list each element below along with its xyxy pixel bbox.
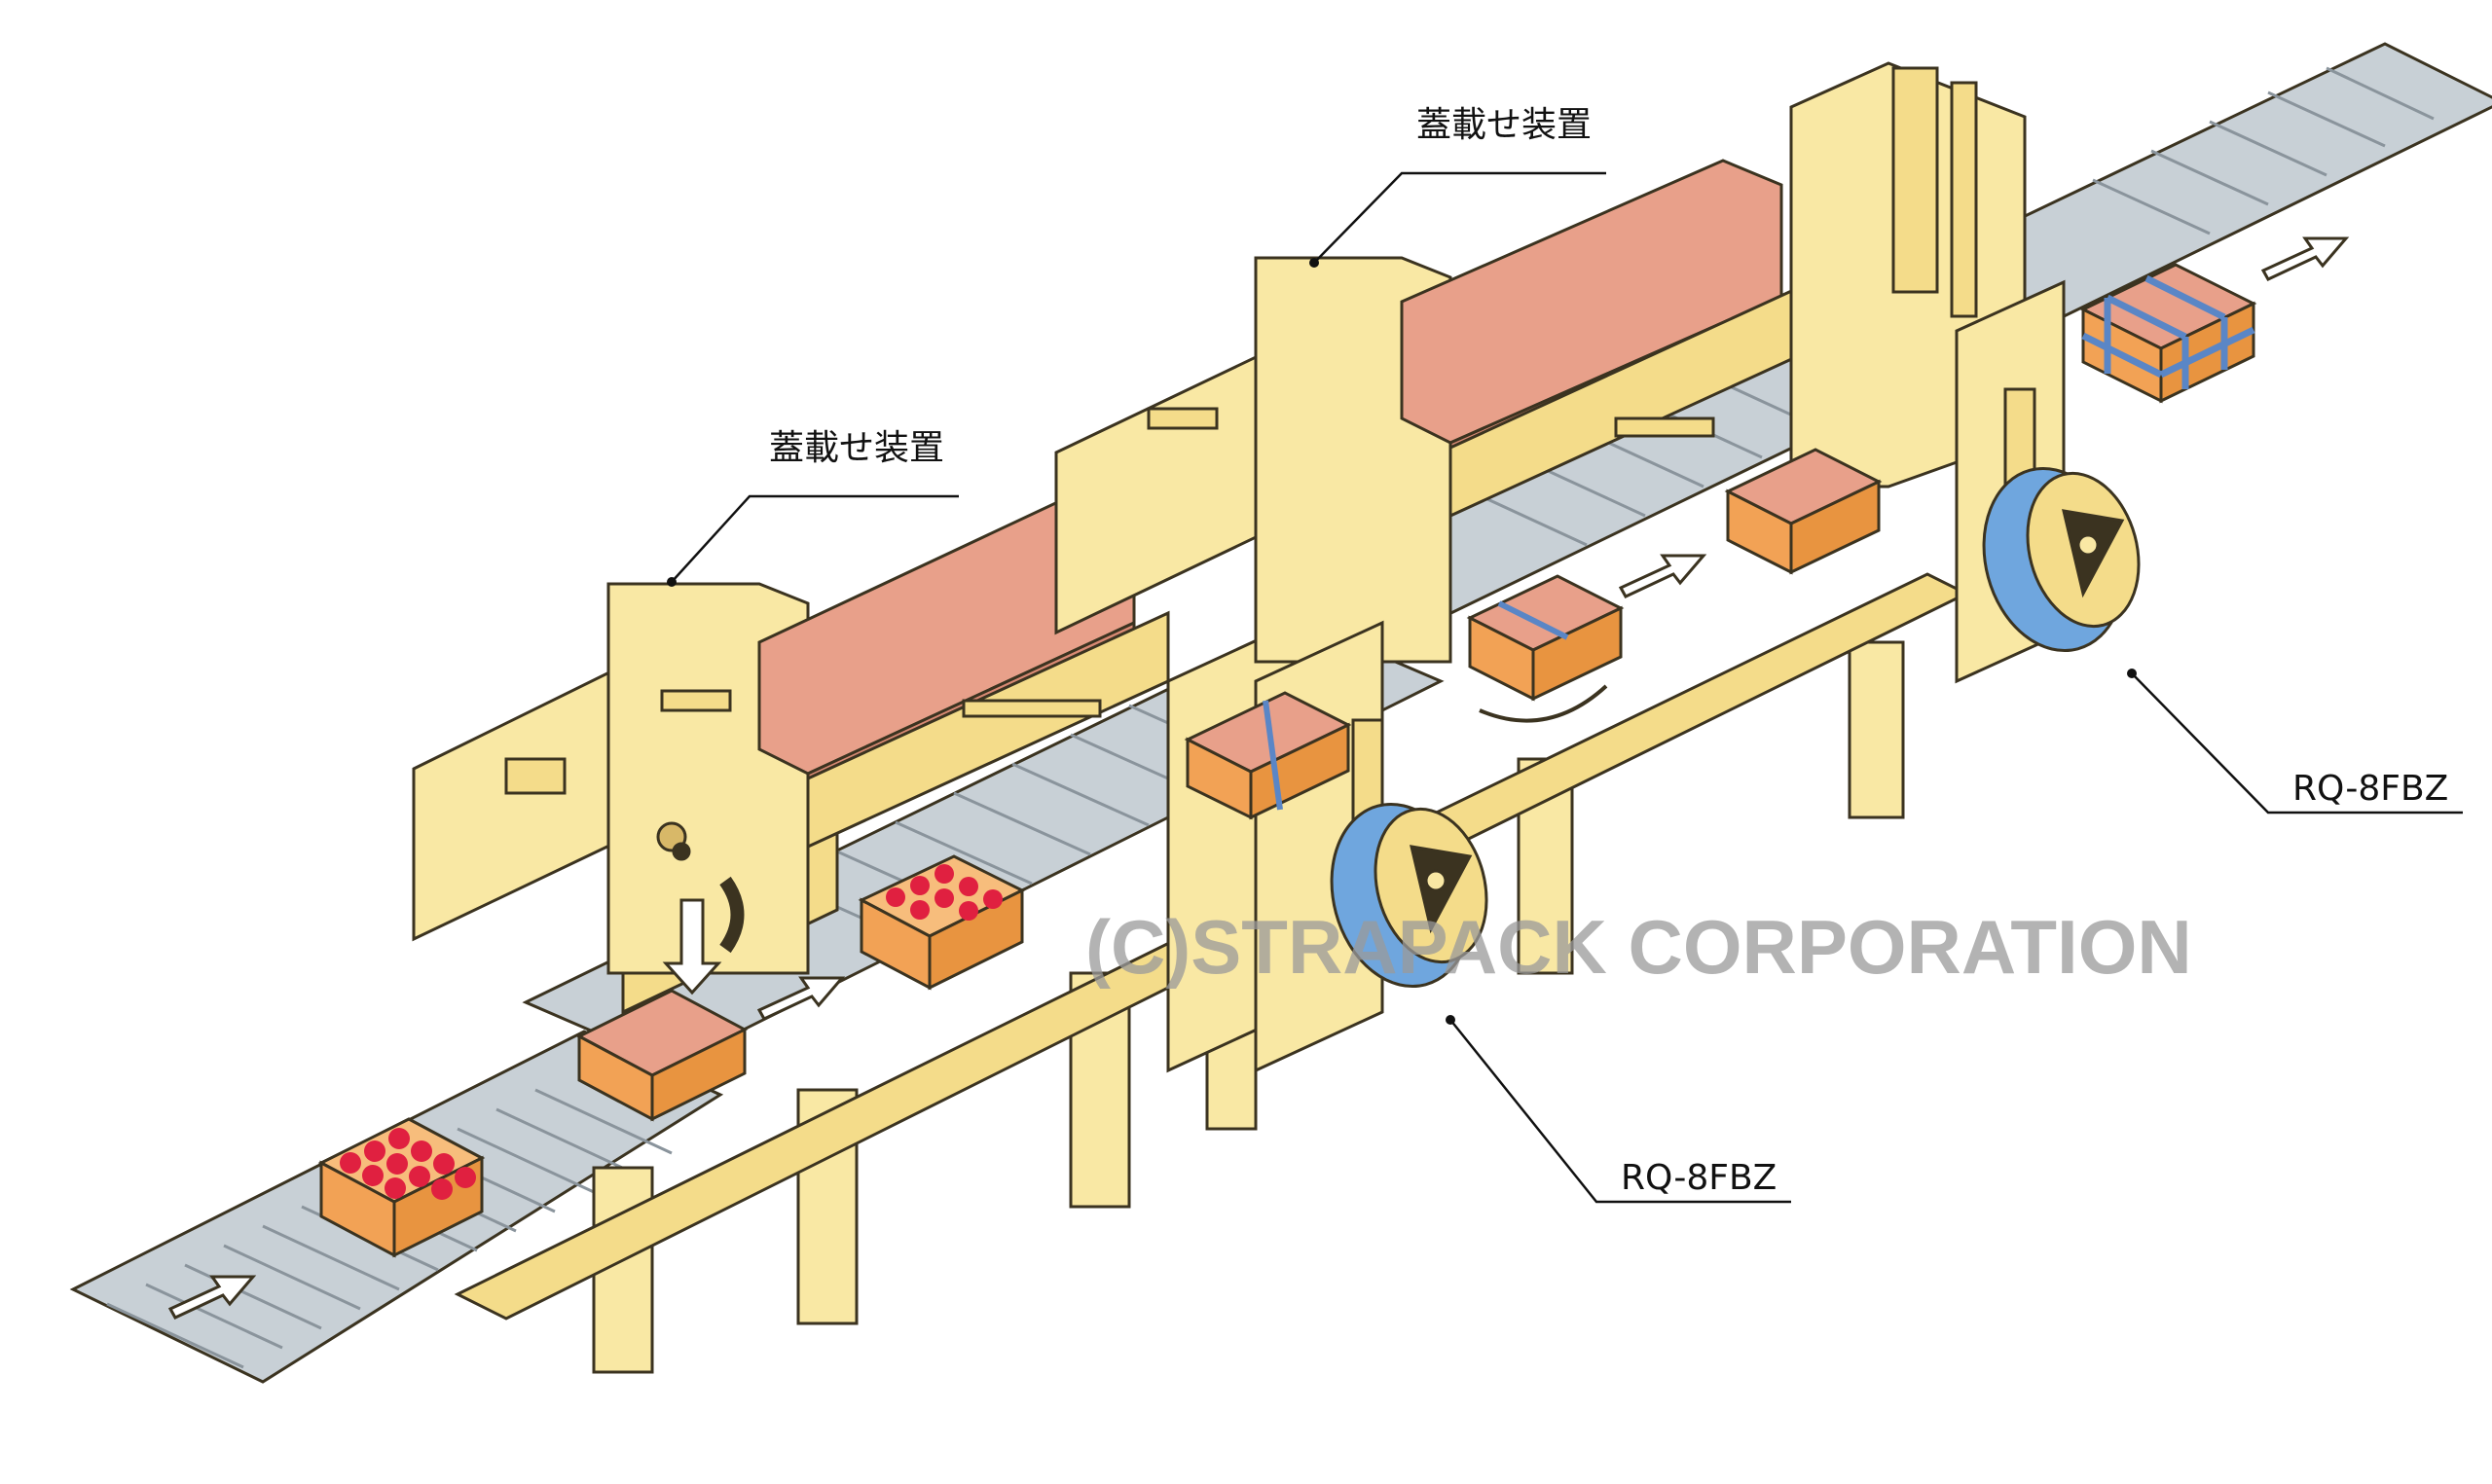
curved-arrow-icon: [719, 876, 745, 954]
label-strapper-right: RQ-8FBZ: [2292, 769, 2448, 809]
callout-dots: [667, 258, 2137, 1025]
box-in-strapper-left: [1184, 691, 1352, 820]
lid-placing-device-right: [1054, 61, 2027, 664]
apple-box-infeed: [317, 1117, 486, 1258]
label-lid-device-left: 蓋載せ装置: [769, 428, 944, 468]
strap-reel-right: [1982, 466, 2141, 653]
frame-leg: [1848, 640, 1905, 819]
apple-box-middle: [858, 854, 1026, 991]
box-turning: [1466, 574, 1625, 723]
straps: [2081, 274, 2255, 389]
copyright-watermark: (C)STRAPACK CORPORATION: [1085, 904, 2192, 990]
apples: [340, 1128, 476, 1200]
strapped-box-outfeed: [2079, 263, 2257, 404]
drop-arrow-icon: [662, 898, 722, 995]
label-strapper-left: RQ-8FBZ: [1621, 1158, 1777, 1198]
flow-arrow-icon: [167, 1275, 257, 1320]
callout-lines: [671, 171, 2463, 1204]
flow-arrow-icon: [1618, 554, 1707, 598]
flow-arrows: [167, 236, 2350, 1320]
box-in-strapper-right: [1724, 448, 1883, 575]
label-lid-device-right: 蓋載せ装置: [1416, 105, 1592, 145]
flow-arrow-icon: [756, 976, 846, 1021]
apples: [886, 864, 1003, 921]
lid-placing-device-left: [412, 489, 1297, 1073]
flow-arrow-icon: [2260, 236, 2350, 281]
lidded-box-station1: [575, 989, 749, 1122]
strap-reel-left: [1330, 802, 1488, 989]
